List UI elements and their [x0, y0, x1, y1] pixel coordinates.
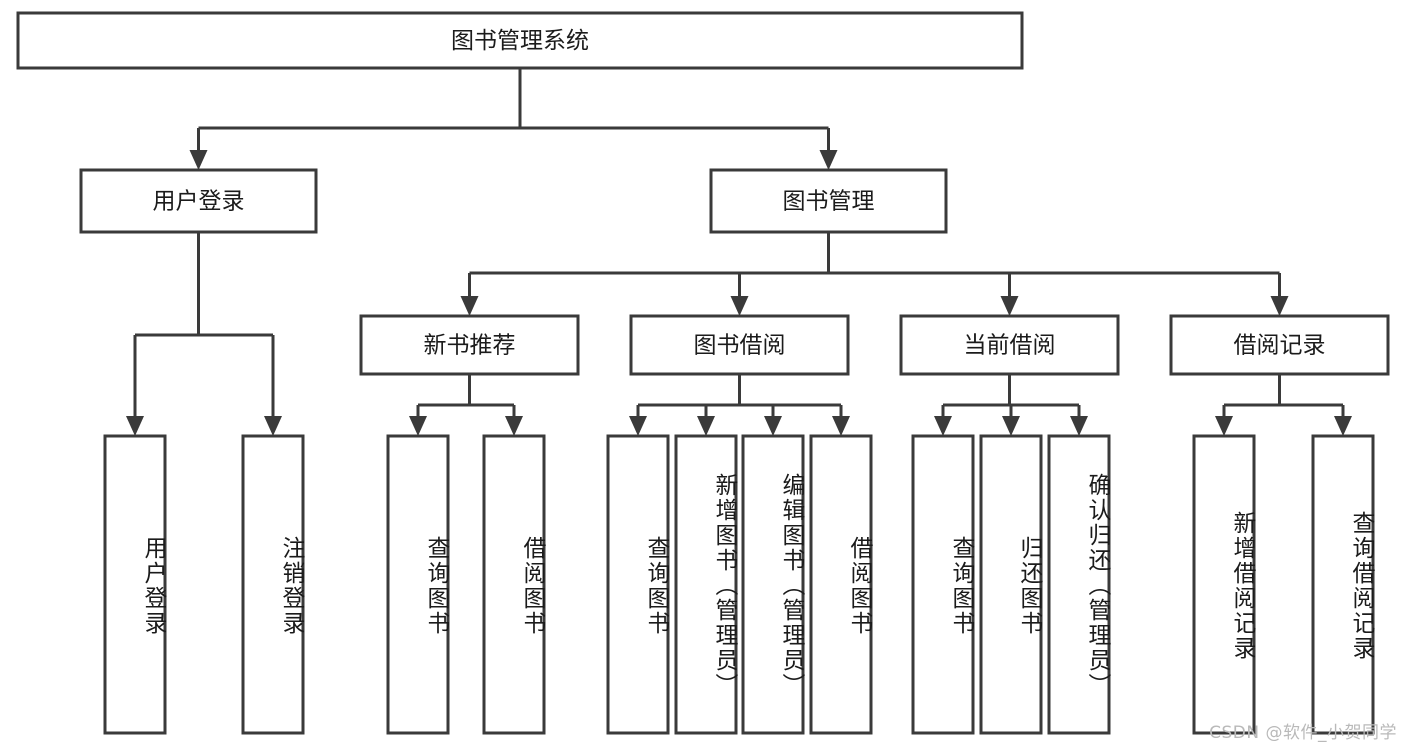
node-leaf-borrow-book-2-box[interactable]	[809, 434, 873, 735]
node-new-book-rec-box[interactable]	[359, 314, 580, 376]
node-user-login-label: 用户登录	[153, 189, 245, 215]
node-leaf-edit-book-box[interactable]	[741, 434, 805, 735]
node-leaf-user-logout-box[interactable]	[241, 434, 305, 735]
arrow-head-icon	[264, 416, 282, 436]
node-root-label: 图书管理系统	[451, 28, 589, 54]
arrow-head-icon	[697, 416, 715, 436]
node-leaf-add-record-box[interactable]	[1192, 434, 1256, 735]
arrow-head-icon	[819, 150, 838, 170]
node-book-manage-label: 图书管理	[783, 189, 875, 215]
arrow-head-icon	[934, 416, 952, 436]
connector-lines	[126, 68, 1352, 436]
node-borrow-record-box[interactable]	[1169, 314, 1390, 376]
arrow-head-icon	[629, 416, 647, 436]
node-leaf-query-book-1-box[interactable]	[386, 434, 450, 735]
node-root-box[interactable]	[16, 11, 1024, 70]
node-leaf-borrow-book-1-box[interactable]	[482, 434, 546, 735]
arrow-head-icon	[1070, 416, 1088, 436]
node-new-book-rec-label: 新书推荐	[424, 333, 516, 359]
arrow-head-icon	[730, 296, 749, 316]
arrow-head-icon	[764, 416, 782, 436]
arrow-head-icon	[409, 416, 427, 436]
node-leaf-return-book-box[interactable]	[979, 434, 1043, 735]
arrow-head-icon	[1002, 416, 1020, 436]
node-leaf-add-book-box[interactable]	[674, 434, 738, 735]
arrow-head-icon	[1215, 416, 1233, 436]
node-borrow-record-label: 借阅记录	[1234, 333, 1326, 359]
node-leaf-query-record-box[interactable]	[1311, 434, 1375, 735]
node-book-borrow-box[interactable]	[629, 314, 850, 376]
arrow-head-icon	[1000, 296, 1019, 316]
arrow-head-icon	[1270, 296, 1289, 316]
node-book-manage-box[interactable]	[709, 168, 948, 234]
node-leaf-query-book-3-box[interactable]	[911, 434, 975, 735]
node-leaf-user-login-box[interactable]	[103, 434, 167, 735]
arrow-head-icon	[505, 416, 523, 436]
node-leaf-confirm-return-box[interactable]	[1047, 434, 1111, 735]
arrow-head-icon	[189, 150, 208, 170]
node-current-borrow-box[interactable]	[899, 314, 1120, 376]
node-current-borrow-label: 当前借阅	[964, 333, 1056, 359]
arrow-head-icon	[460, 296, 479, 316]
node-leaf-query-book-2-box[interactable]	[606, 434, 670, 735]
node-boxes	[16, 11, 1390, 735]
arrow-head-icon	[832, 416, 850, 436]
watermark-text: CSDN @软件_小贺同学	[1209, 723, 1397, 743]
node-book-borrow-label: 图书借阅	[694, 333, 786, 359]
arrow-head-icon	[1334, 416, 1352, 436]
arrow-head-icon	[126, 416, 144, 436]
node-user-login-box[interactable]	[79, 168, 318, 234]
